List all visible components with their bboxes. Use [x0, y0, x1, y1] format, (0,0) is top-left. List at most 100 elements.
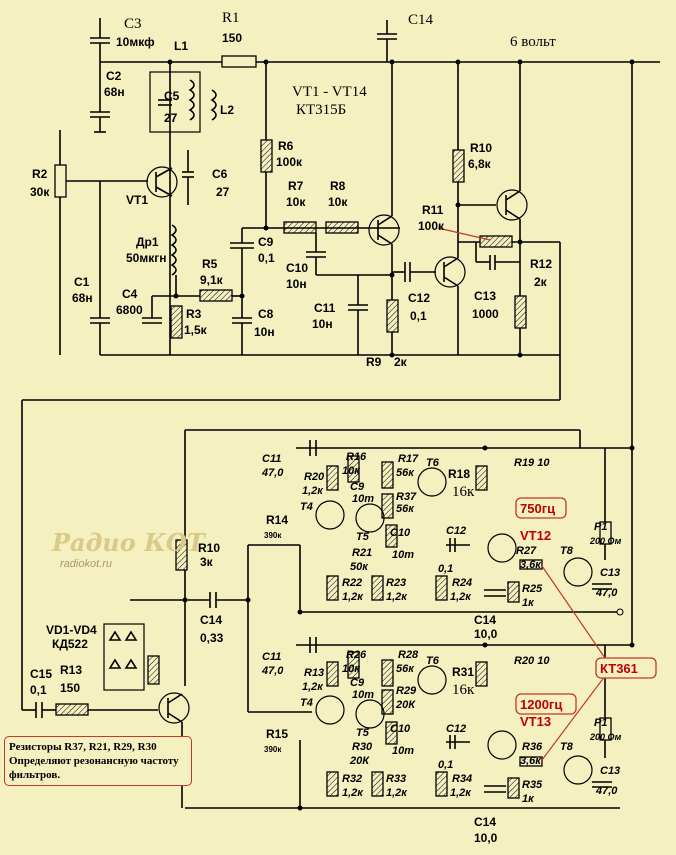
label-c14-mid: C14 — [200, 613, 222, 627]
label-c6-value: 27 — [216, 185, 230, 199]
radiokot-logo: Радио КОТ — [52, 528, 205, 557]
label-u-t4: T4 — [300, 501, 313, 513]
transistor-vt4 — [458, 62, 528, 242]
label-l-p1-value: 200 Ом — [589, 732, 622, 742]
label-l-r30: R30 — [352, 741, 373, 753]
label-l-r36-value: 3,6к — [520, 755, 542, 767]
label-r8-value: 10к — [328, 195, 348, 209]
label-c9: C9 — [258, 235, 274, 249]
label-l-c12-value: 0,1 — [438, 759, 453, 771]
label-c12-value: 0,1 — [410, 309, 427, 323]
label-l-t6: T6 — [426, 655, 440, 667]
label-r9-value: 2к — [394, 355, 408, 369]
label-l-c13: C13 — [600, 765, 620, 777]
detector-section — [22, 539, 312, 808]
label-u-c10: C10 — [390, 527, 411, 539]
resistor-r1 — [221, 55, 257, 68]
label-u-r17: R17 — [398, 453, 419, 465]
label-l-r29-value: 20К — [395, 699, 416, 711]
label-u-c13: C13 — [600, 567, 620, 579]
label-u-r19: R19 10 — [514, 457, 550, 469]
label-l-r32-value: 1,2к — [342, 787, 364, 799]
label-u-c12: C12 — [446, 525, 466, 537]
label-u-r27: R27 — [516, 545, 537, 557]
label-u-r23-value: 1,2к — [386, 591, 408, 603]
label-l-r13-value: 1,2к — [302, 681, 324, 693]
supply-rail — [100, 61, 660, 356]
inductor-dr1 — [170, 224, 177, 276]
label-dr1: Др1 — [136, 235, 159, 249]
junction-dots — [167, 59, 635, 811]
label-r13-value: 150 — [60, 681, 80, 695]
label-c15-value: 0,1 — [30, 683, 47, 697]
label-r7-value: 10к — [286, 195, 306, 209]
label-u-r24: R24 — [452, 577, 472, 589]
label-c5-value: 27 — [164, 111, 178, 125]
label-l-r26: R26 — [346, 649, 367, 661]
label-c1-value: 68н — [72, 291, 93, 305]
label-u-r17-value: 56к — [396, 467, 415, 479]
label-u-r20: R20 — [304, 471, 325, 483]
label-l-r20: R20 10 — [514, 655, 550, 667]
label-u-c9-value: 10т — [352, 493, 374, 505]
resistor-r8 — [325, 221, 359, 234]
label-vt13: VT13 — [520, 714, 551, 729]
upper-filter — [296, 440, 632, 616]
capacitor-c11 — [348, 275, 368, 355]
label-vt1: VT1 — [126, 193, 148, 207]
label-c13: C13 — [474, 289, 496, 303]
label-c14-mid-value: 0,33 — [200, 631, 224, 645]
label-u-r24-value: 1,2к — [450, 591, 472, 603]
label-l-c9: C9 — [350, 677, 365, 689]
capacitor-c13 — [475, 242, 520, 270]
label-r10-top-value: 6,8к — [468, 157, 492, 171]
label-vt12: VT12 — [520, 528, 551, 543]
label-r9: R9 — [366, 355, 382, 369]
label-u-r16-value: 10к — [342, 465, 361, 477]
label-r12-value: 2к — [534, 275, 548, 289]
label-r5-value: 9,1к — [200, 273, 224, 287]
label-u-r22-value: 1,2к — [342, 591, 364, 603]
label-r6-value: 100к — [276, 155, 303, 169]
label-l-r34: R34 — [452, 773, 472, 785]
label-c2-value: 68н — [104, 85, 125, 99]
transistor-vt3 — [434, 256, 466, 355]
transistor-vt1 — [146, 166, 178, 198]
label-l-c14-value: 10,0 — [474, 831, 498, 845]
capacitor-c8 — [232, 317, 252, 355]
callout-lines — [541, 565, 606, 761]
resistor-r9 — [386, 299, 399, 333]
label-r5: R5 — [202, 257, 218, 271]
label-l-r34-value: 1,2к — [450, 787, 472, 799]
label-l-t4: T4 — [300, 697, 313, 709]
label-l-c12: C12 — [446, 723, 466, 735]
capacitor-c6 — [182, 150, 194, 205]
label-c10: C10 — [286, 261, 308, 275]
label-c15: C15 — [30, 667, 52, 681]
label-c13-value: 1000 — [472, 307, 499, 321]
label-vd: VD1-VD4 — [46, 623, 97, 637]
label-r12: R12 — [530, 257, 552, 271]
label-u-c14: C14 — [474, 613, 496, 627]
label-u-r27-value: 3,6к — [520, 559, 542, 571]
label-r3-value: 1,5к — [184, 323, 208, 337]
label-c3: C3 — [124, 16, 142, 32]
lower-filter — [185, 637, 632, 809]
capacitor-c1 — [90, 181, 110, 355]
label-c5: C5 — [164, 89, 180, 103]
label-u-t5: T5 — [356, 531, 370, 543]
label-r2: R2 — [32, 167, 48, 181]
label-c10-value: 10н — [286, 277, 307, 291]
label-l-c13-value: 47,0 — [595, 785, 618, 797]
label-vt-type: КТ315Б — [296, 102, 346, 118]
label-u-r21: R21 — [352, 547, 372, 559]
resistor-r7 — [283, 221, 317, 234]
label-c4-value: 6800 — [116, 303, 143, 317]
label-u-p1: P1 — [594, 521, 607, 533]
label-r13: R13 — [60, 663, 82, 677]
label-l1: L1 — [174, 39, 188, 53]
label-u-c11: C11 — [262, 453, 281, 465]
label-c14-top: C14 — [408, 12, 434, 28]
label-supply: 6 вольт — [510, 34, 556, 50]
label-u-c10-value: 10т — [392, 549, 414, 561]
